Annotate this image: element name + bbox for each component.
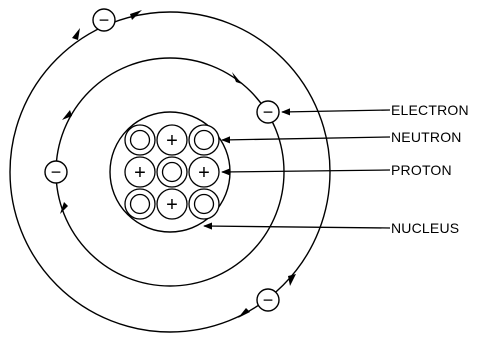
proton-particle: + — [156, 188, 188, 220]
nucleus-particles: + + + + — [124, 124, 220, 220]
orbit-arrow-upper-left — [72, 28, 80, 40]
neutron-particle — [124, 124, 156, 156]
orbit-arrow-left — [60, 202, 68, 214]
leader-lines — [203, 108, 391, 230]
proton-label: PROTON — [391, 162, 452, 178]
neutron-particle — [188, 188, 220, 220]
neutron-particle — [124, 188, 156, 220]
orbit-arrow-inner-left — [62, 110, 72, 120]
proton-sign: + — [134, 162, 146, 184]
neutron-leader — [221, 136, 391, 144]
orbit-arrow-top — [130, 10, 142, 20]
proton-particle: + — [188, 156, 220, 188]
nucleus-leader — [203, 222, 391, 230]
proton-leader — [221, 168, 391, 176]
electron-bottom: − — [256, 288, 280, 312]
outer-orbit — [9, 11, 331, 333]
electron-label: ELECTRON — [391, 102, 469, 118]
electron-left: − — [44, 160, 68, 184]
proton-particle: + — [124, 156, 156, 188]
electron-top: − — [92, 8, 116, 32]
electron-sign: − — [263, 102, 274, 122]
orbit-direction-arrows — [60, 10, 296, 318]
neutron-label: NEUTRON — [391, 129, 462, 145]
proton-particle: + — [156, 124, 188, 156]
electron-sign: − — [51, 162, 62, 182]
orbit-arrow-right — [288, 274, 296, 286]
electron-right: − — [256, 100, 280, 124]
electron-sign: − — [263, 290, 274, 310]
neutron-particle — [156, 156, 188, 188]
proton-sign: + — [166, 130, 178, 152]
proton-sign: + — [166, 194, 178, 216]
electron-leader — [281, 108, 391, 116]
orbit-arrow-inner-top — [232, 72, 242, 84]
orbit-arrow-bottom — [238, 308, 250, 318]
nucleus-label: NUCLEUS — [391, 220, 459, 236]
proton-sign: + — [198, 162, 210, 184]
electron-sign: − — [99, 10, 110, 30]
neutron-particle — [188, 124, 220, 156]
